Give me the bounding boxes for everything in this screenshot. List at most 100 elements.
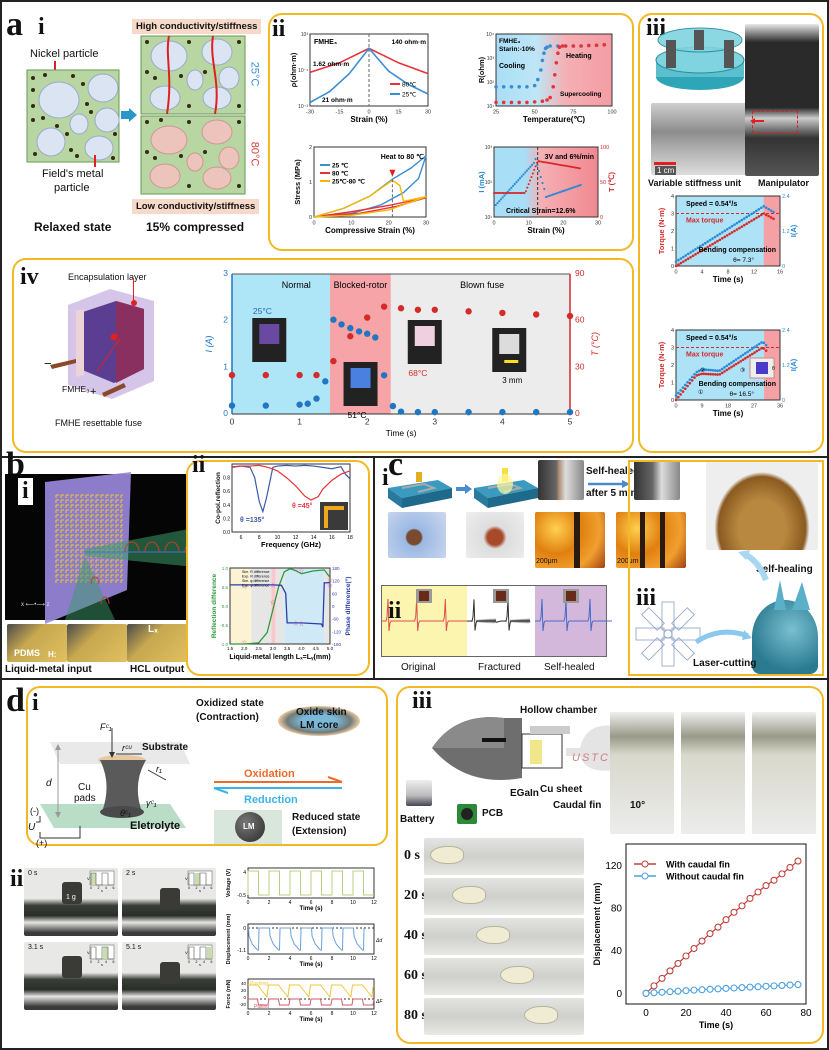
y-tick-label: 10² bbox=[485, 180, 493, 186]
data-point-heating bbox=[594, 43, 599, 48]
inset-v-label: V bbox=[87, 950, 90, 955]
x-tick-label: 0 bbox=[247, 1011, 250, 1017]
y-tick-label: 2 bbox=[671, 363, 674, 369]
ecg-fractured-label: Fractured bbox=[478, 662, 521, 673]
data-point-current bbox=[518, 177, 522, 180]
data-point-torque bbox=[745, 222, 748, 226]
legend-marker bbox=[641, 872, 649, 880]
y-tick-label: 10¹ bbox=[485, 215, 493, 221]
series-line-25℃ bbox=[309, 47, 429, 104]
fractured-trace-photo bbox=[538, 460, 584, 500]
data-point-torque bbox=[679, 261, 683, 265]
swim-time-label: 40 s bbox=[404, 928, 427, 943]
data-point-temperature bbox=[364, 314, 371, 321]
y-tick-label: 2 bbox=[671, 229, 674, 235]
data-point-current bbox=[727, 362, 731, 366]
x-tick-label: 6 bbox=[310, 1011, 313, 1017]
x-tick-label: 20 bbox=[386, 221, 392, 227]
y-tick-label: 0.8 bbox=[223, 476, 230, 482]
data-point-current bbox=[752, 211, 756, 214]
y2-axis-label: Phase difference(°) bbox=[344, 577, 352, 636]
swim-time-label: 80 s bbox=[404, 1008, 427, 1023]
y2-tick-label: 1.2 bbox=[782, 229, 790, 235]
plot-frame bbox=[493, 146, 599, 218]
y-tick-label: 4 bbox=[671, 194, 674, 200]
x-tick-label: 8 bbox=[258, 535, 261, 541]
x-axis-label: Time (s) bbox=[386, 428, 417, 438]
data-point-torque bbox=[694, 253, 697, 256]
y2-tick-label: -60 bbox=[332, 617, 339, 622]
data-point-torque bbox=[742, 223, 746, 227]
y-tick-label: 0 bbox=[223, 408, 228, 418]
x-tick-label: 3.5 bbox=[284, 646, 291, 651]
data-point-temperature bbox=[529, 179, 532, 182]
y-axis-label: Voltage (V) bbox=[226, 869, 232, 897]
arrow-right-icon bbox=[456, 484, 472, 494]
y-tick-label: 0 bbox=[616, 989, 622, 1000]
annotation: 21 ohm·m bbox=[322, 97, 353, 104]
legend-label: Without caudal fin bbox=[666, 872, 744, 882]
data-point-current bbox=[713, 235, 717, 239]
data-point-torque bbox=[725, 368, 729, 372]
data-point-temperature bbox=[523, 192, 526, 194]
data-point-current bbox=[718, 369, 722, 372]
data-point-current bbox=[686, 380, 689, 384]
x-axis-label: Time (s) bbox=[300, 906, 323, 912]
x-tick-label: 10 bbox=[275, 535, 281, 541]
lx-label: Lₓ bbox=[148, 624, 158, 635]
pushing-trace bbox=[248, 984, 374, 999]
exp-phase-point: ☆ bbox=[241, 582, 247, 590]
y-tick-label: 0.6 bbox=[223, 489, 230, 495]
data-point-current bbox=[548, 194, 551, 197]
x-tick-label: 4 bbox=[500, 417, 505, 427]
data-point-current bbox=[567, 188, 570, 191]
region-5 bbox=[284, 568, 325, 644]
data-point-current bbox=[546, 195, 549, 198]
channel-photo-3 bbox=[127, 624, 187, 662]
data-point bbox=[746, 983, 754, 991]
data-point-current bbox=[762, 204, 766, 208]
data-point-torque bbox=[716, 373, 719, 376]
pdms-label: PDMS bbox=[14, 648, 41, 658]
data-point-current bbox=[703, 241, 707, 245]
data-point-torque bbox=[740, 225, 744, 228]
encap-pointer bbox=[133, 278, 134, 304]
pads-label: pads bbox=[74, 793, 96, 804]
inset-tick: 0 bbox=[90, 960, 92, 964]
data-point-heating bbox=[501, 100, 506, 105]
relaxed-state-label: Relaxed state bbox=[34, 220, 112, 234]
data-point-torque bbox=[686, 257, 690, 261]
y-axis-label: Displacement (mm) bbox=[592, 882, 602, 965]
data-point-temperature bbox=[493, 192, 495, 194]
d-label: d bbox=[46, 778, 52, 789]
inset-highlight bbox=[103, 947, 108, 959]
theta-label: θᶜ₁ bbox=[120, 808, 131, 818]
y-tick-label: 40 bbox=[241, 981, 247, 986]
data-point bbox=[666, 988, 674, 996]
x-tick-label: 15 bbox=[395, 110, 401, 116]
data-point-torque bbox=[711, 242, 714, 246]
oxidized-state-label: Oxidized state bbox=[196, 698, 264, 709]
region-label: Blown fuse bbox=[460, 280, 504, 290]
data-point bbox=[754, 983, 762, 991]
y-tick-label: 1.0 bbox=[222, 566, 229, 571]
y-tick-label: 0 bbox=[243, 926, 246, 932]
data-point-current bbox=[739, 355, 743, 358]
panel-b-ii-label: ii bbox=[192, 452, 206, 478]
y-tick-label: 0 bbox=[309, 215, 312, 221]
data-point-cooling bbox=[525, 85, 529, 89]
data-point-current bbox=[764, 206, 768, 209]
data-point bbox=[690, 986, 698, 994]
data-point-cooling bbox=[535, 77, 540, 82]
x-tick-label: 6 bbox=[310, 956, 313, 962]
data-point-temperature bbox=[578, 167, 581, 170]
data-point-current bbox=[750, 212, 753, 216]
x-tick-label: 6 bbox=[310, 900, 313, 906]
weight-label: 1 g bbox=[66, 894, 76, 901]
x-tick-label: 20 bbox=[680, 1008, 692, 1019]
data-point-current bbox=[723, 229, 727, 233]
data-point-current bbox=[536, 163, 539, 167]
data-point-temperature bbox=[347, 333, 354, 340]
